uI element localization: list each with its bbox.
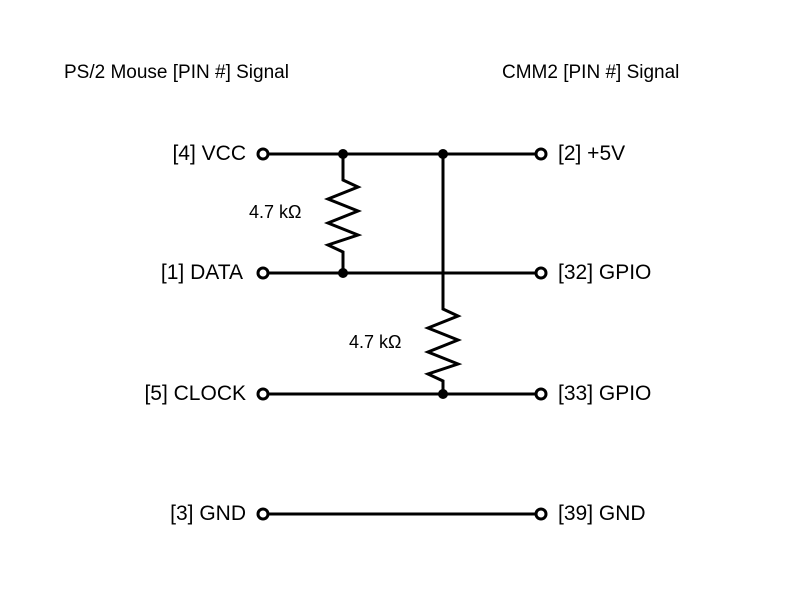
resistor-1 — [323, 152, 363, 275]
resistor-1-label: 4.7 kΩ — [249, 202, 302, 222]
resistor-2-label: 4.7 kΩ — [349, 332, 402, 352]
right-pin-gpio33: [33] GPIO — [558, 382, 652, 405]
right-pin-gnd: [39] GND — [558, 502, 646, 525]
resistor-2 — [423, 303, 463, 396]
left-pin-data: [1] DATA — [160, 261, 243, 284]
left-pin-vcc: [4] VCC — [172, 142, 246, 165]
junction-dot — [338, 268, 348, 278]
terminal-right-gpio32 — [534, 266, 548, 280]
right-pin-gpio32: [32] GPIO — [558, 261, 652, 284]
terminal-right-5v — [534, 147, 548, 161]
left-pin-clock: [5] CLOCK — [144, 382, 246, 405]
terminal-left-vcc — [256, 147, 270, 161]
terminal-left-gnd — [256, 507, 270, 521]
right-pin-5v: [2] +5V — [558, 142, 626, 165]
terminal-left-data — [256, 266, 270, 280]
terminal-right-gnd — [534, 507, 548, 521]
left-column-header: PS/2 Mouse [PIN #] Signal — [64, 62, 289, 83]
junction-dot — [338, 149, 348, 159]
right-column-header: CMM2 [PIN #] Signal — [502, 62, 680, 83]
junction-dot — [438, 389, 448, 399]
left-pin-gnd: [3] GND — [170, 502, 246, 525]
junction-dot — [438, 149, 448, 159]
terminal-right-gpio33 — [534, 387, 548, 401]
terminal-left-clock — [256, 387, 270, 401]
